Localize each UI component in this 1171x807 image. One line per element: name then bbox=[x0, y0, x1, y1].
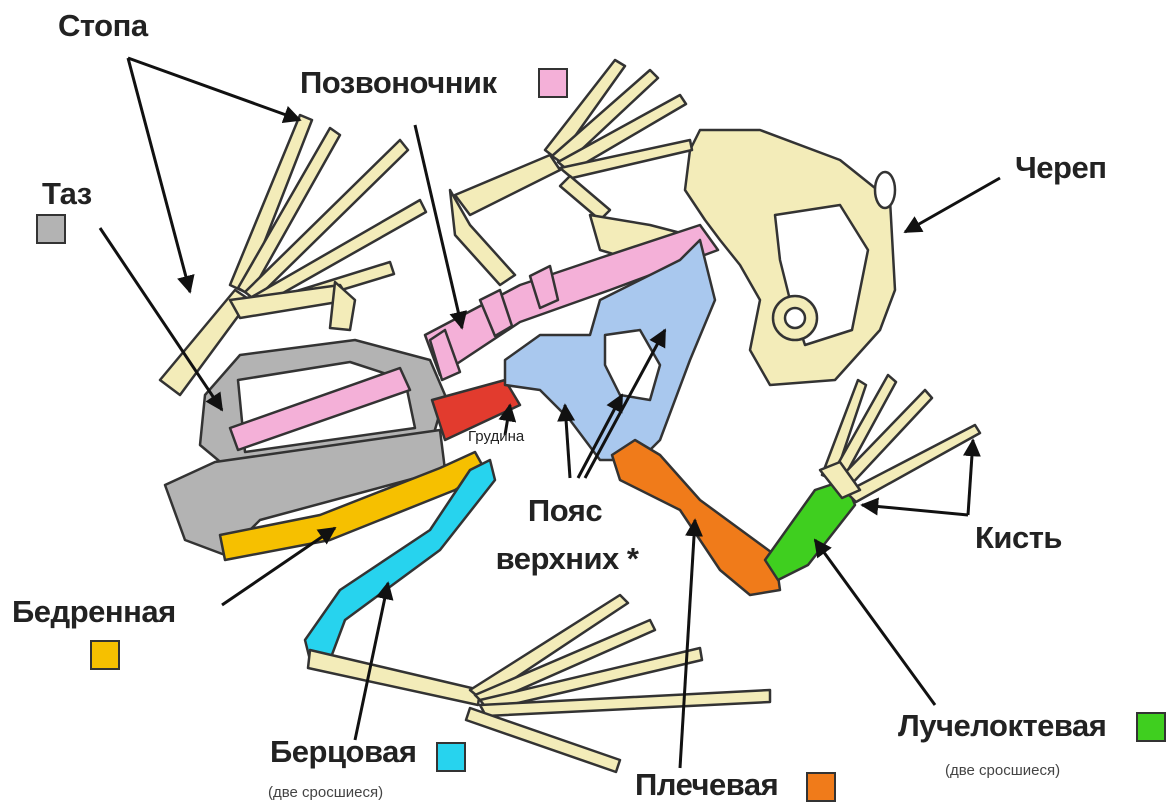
label-grudina: Грудина bbox=[468, 428, 524, 445]
label-poyas-line1: Пояс bbox=[490, 492, 640, 530]
bedrennaya-color-swatch bbox=[90, 640, 120, 670]
near-hand bbox=[820, 375, 980, 502]
taz-color-swatch bbox=[36, 214, 66, 244]
label-bertsovaya: Берцовая bbox=[270, 734, 416, 770]
plechevaya-color-swatch bbox=[806, 772, 836, 802]
luchelоktevaya-color-swatch bbox=[1136, 712, 1166, 742]
label-cherep: Череп bbox=[1015, 150, 1106, 186]
label-plechevaya: Плечевая bbox=[635, 767, 778, 803]
bertsovaya-color-swatch bbox=[436, 742, 466, 772]
skull bbox=[685, 130, 895, 385]
luchelоktevaya-note: (две сросшиеся) bbox=[945, 762, 1060, 779]
label-stopa: Стопа bbox=[58, 8, 148, 44]
label-pozvonochnik: Позвоночник bbox=[300, 65, 496, 101]
label-poyas-line2: верхних * bbox=[482, 540, 652, 578]
label-kist: Кисть bbox=[975, 520, 1062, 556]
bertsovaya-note: (две сросшиеся) bbox=[268, 784, 383, 801]
label-taz: Таз bbox=[42, 176, 92, 212]
pozvonochnik-color-swatch bbox=[538, 68, 568, 98]
label-luchelоktevaya: Лучелоктевая bbox=[898, 708, 1106, 744]
label-bedrennaya: Бедренная bbox=[12, 594, 176, 630]
